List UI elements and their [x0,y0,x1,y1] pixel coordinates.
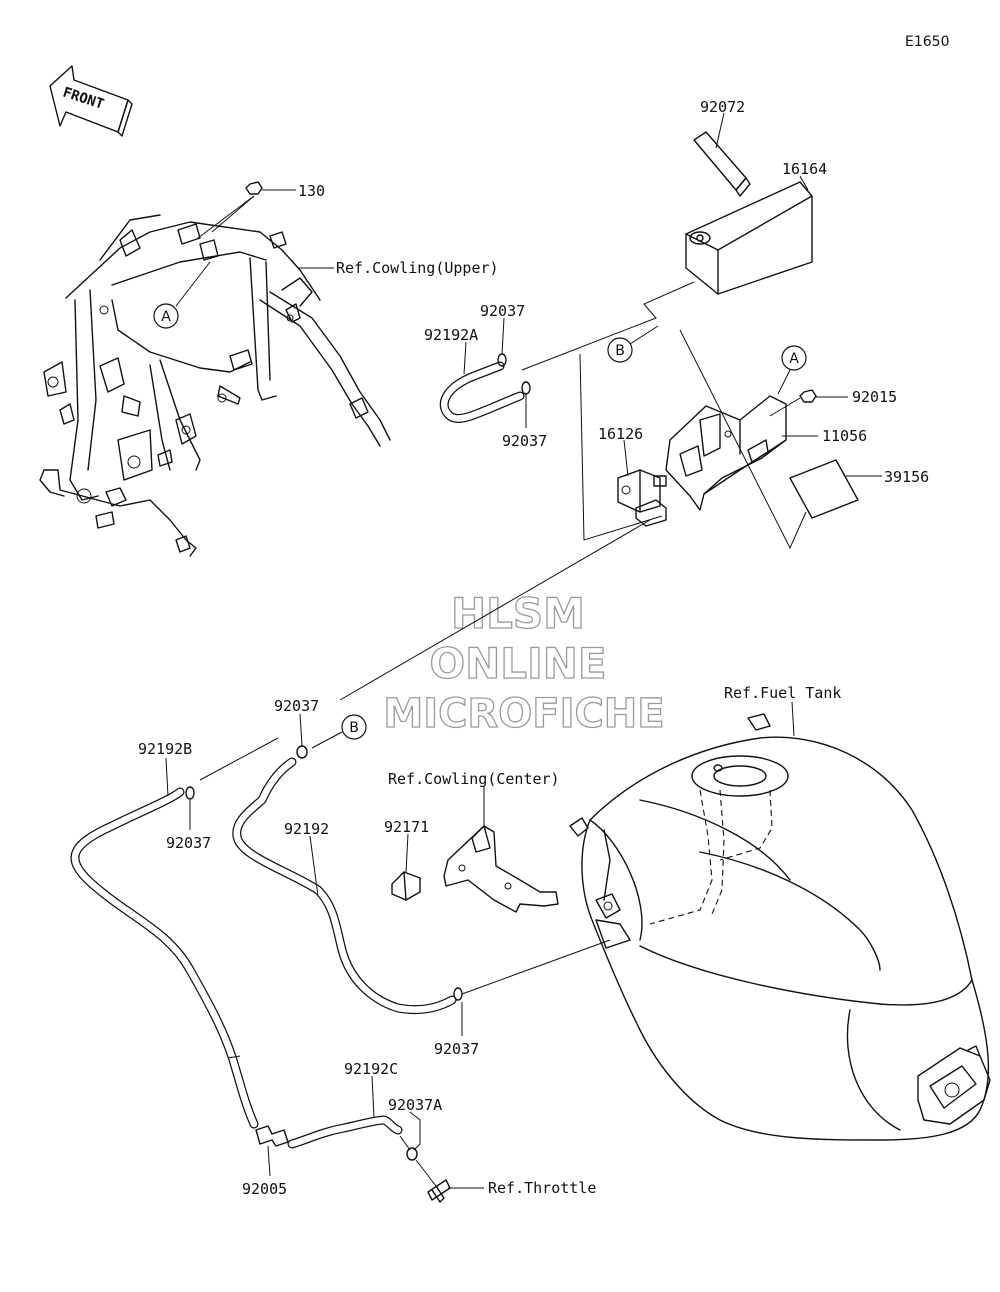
ref-fuel-tank: Ref.Fuel Tank [724,684,841,702]
leader-fuel-tank [791,701,795,737]
ref-cowling-center: Ref.Cowling(Center) [388,770,560,788]
throttle-fitting [427,1179,451,1203]
leader-92171 [405,833,409,873]
leader-92037A-link [399,1135,411,1151]
ref-throttle: Ref.Throttle [488,1179,596,1197]
callout-b-upper-label: B [615,343,625,359]
leader-bracket-plate [679,329,807,550]
canister-16164 [685,181,813,295]
leader-92072 [715,112,725,149]
part-label-39156: 39156 [884,468,929,486]
clamp-92037-left [185,786,195,800]
clamp-92037-mid [521,381,531,395]
watermark-line-2: ONLINE [429,639,606,688]
plate-39156 [789,459,859,519]
part-label-92037-top: 92037 [480,302,525,320]
leader-92192B-link [199,737,279,781]
leader-92192A [463,341,467,375]
leader-92037A [409,1111,421,1151]
callout-b-upper [607,337,633,363]
part-label-92037-mid: 92037 [502,432,547,450]
strap-92072 [693,131,751,197]
hose-92192C [287,1115,403,1149]
clamp-92037-b [296,745,308,759]
part-label-92015: 92015 [852,388,897,406]
part-label-16164: 16164 [782,160,827,178]
cowling-center-bracket [443,825,559,913]
nut-130 [197,181,296,239]
leader-b-upper [521,281,695,371]
part-label-92005: 92005 [242,1180,287,1198]
leader-92037-top [501,317,505,355]
part-label-92192A: 92192A [424,326,478,344]
leader-b-callout [629,325,659,345]
ref-cowling-upper: Ref.Cowling(Upper) [336,259,499,277]
callout-a-bracket-label: A [789,351,799,367]
clip-92171 [391,871,421,901]
leader-tank-line [461,939,611,995]
part-label-130: 130 [298,182,325,200]
hose-92192B [70,787,259,1129]
callout-a-frame [153,303,179,329]
callout-a-bracket [781,345,807,371]
leader-16164 [799,175,809,191]
leader-b-lower [311,731,343,749]
part-label-92037-b: 92037 [274,697,319,715]
leader-92037-b [299,713,303,747]
leader-92192 [309,835,319,897]
leader-92015-b [769,397,801,417]
diagram-code: E1650 [905,34,949,50]
clamp-92037-low [453,987,463,1001]
part-label-11056: 11056 [822,427,867,445]
clamp-92037A [406,1147,418,1161]
leader-b-long [339,519,651,701]
leader-92192B [165,757,169,797]
leader-callout-a-bracket [777,369,791,395]
hose-92192 [232,757,457,1015]
bracket-11056 [665,395,787,511]
callout-b-lower [341,714,367,740]
watermark-line-3: MICROFICHE [383,691,664,737]
callout-b-lower-label: B [349,720,359,736]
fitting-92005 [255,1125,289,1147]
leader-valve-line [579,353,663,541]
callout-a-frame-label: A [161,309,171,325]
leader-throttle-line [415,1159,437,1187]
leader-92005 [267,1145,271,1177]
part-label-92037-left: 92037 [166,834,211,852]
leader-callout-a-frame [175,261,211,307]
frame-bracket-drawing [39,214,391,557]
fuel-tank [569,713,991,1141]
valve-16126 [617,469,667,527]
part-label-92192B: 92192B [138,740,192,758]
leader-92192C [371,1075,375,1119]
part-label-92037A: 92037A [388,1096,442,1114]
hose-92192A [439,361,525,424]
part-label-92072: 92072 [700,98,745,116]
part-label-92171: 92171 [384,818,429,836]
watermark: HLSM ONLINE MICROFICHE [383,588,666,737]
nut-92015 [799,389,817,403]
part-label-16126: 16126 [598,425,643,443]
part-label-92192C: 92192C [344,1060,398,1078]
part-label-92037-low: 92037 [434,1040,479,1058]
part-label-92192: 92192 [284,820,329,838]
leader-16126 [623,439,629,477]
front-arrow-icon: FRONT [49,65,133,137]
